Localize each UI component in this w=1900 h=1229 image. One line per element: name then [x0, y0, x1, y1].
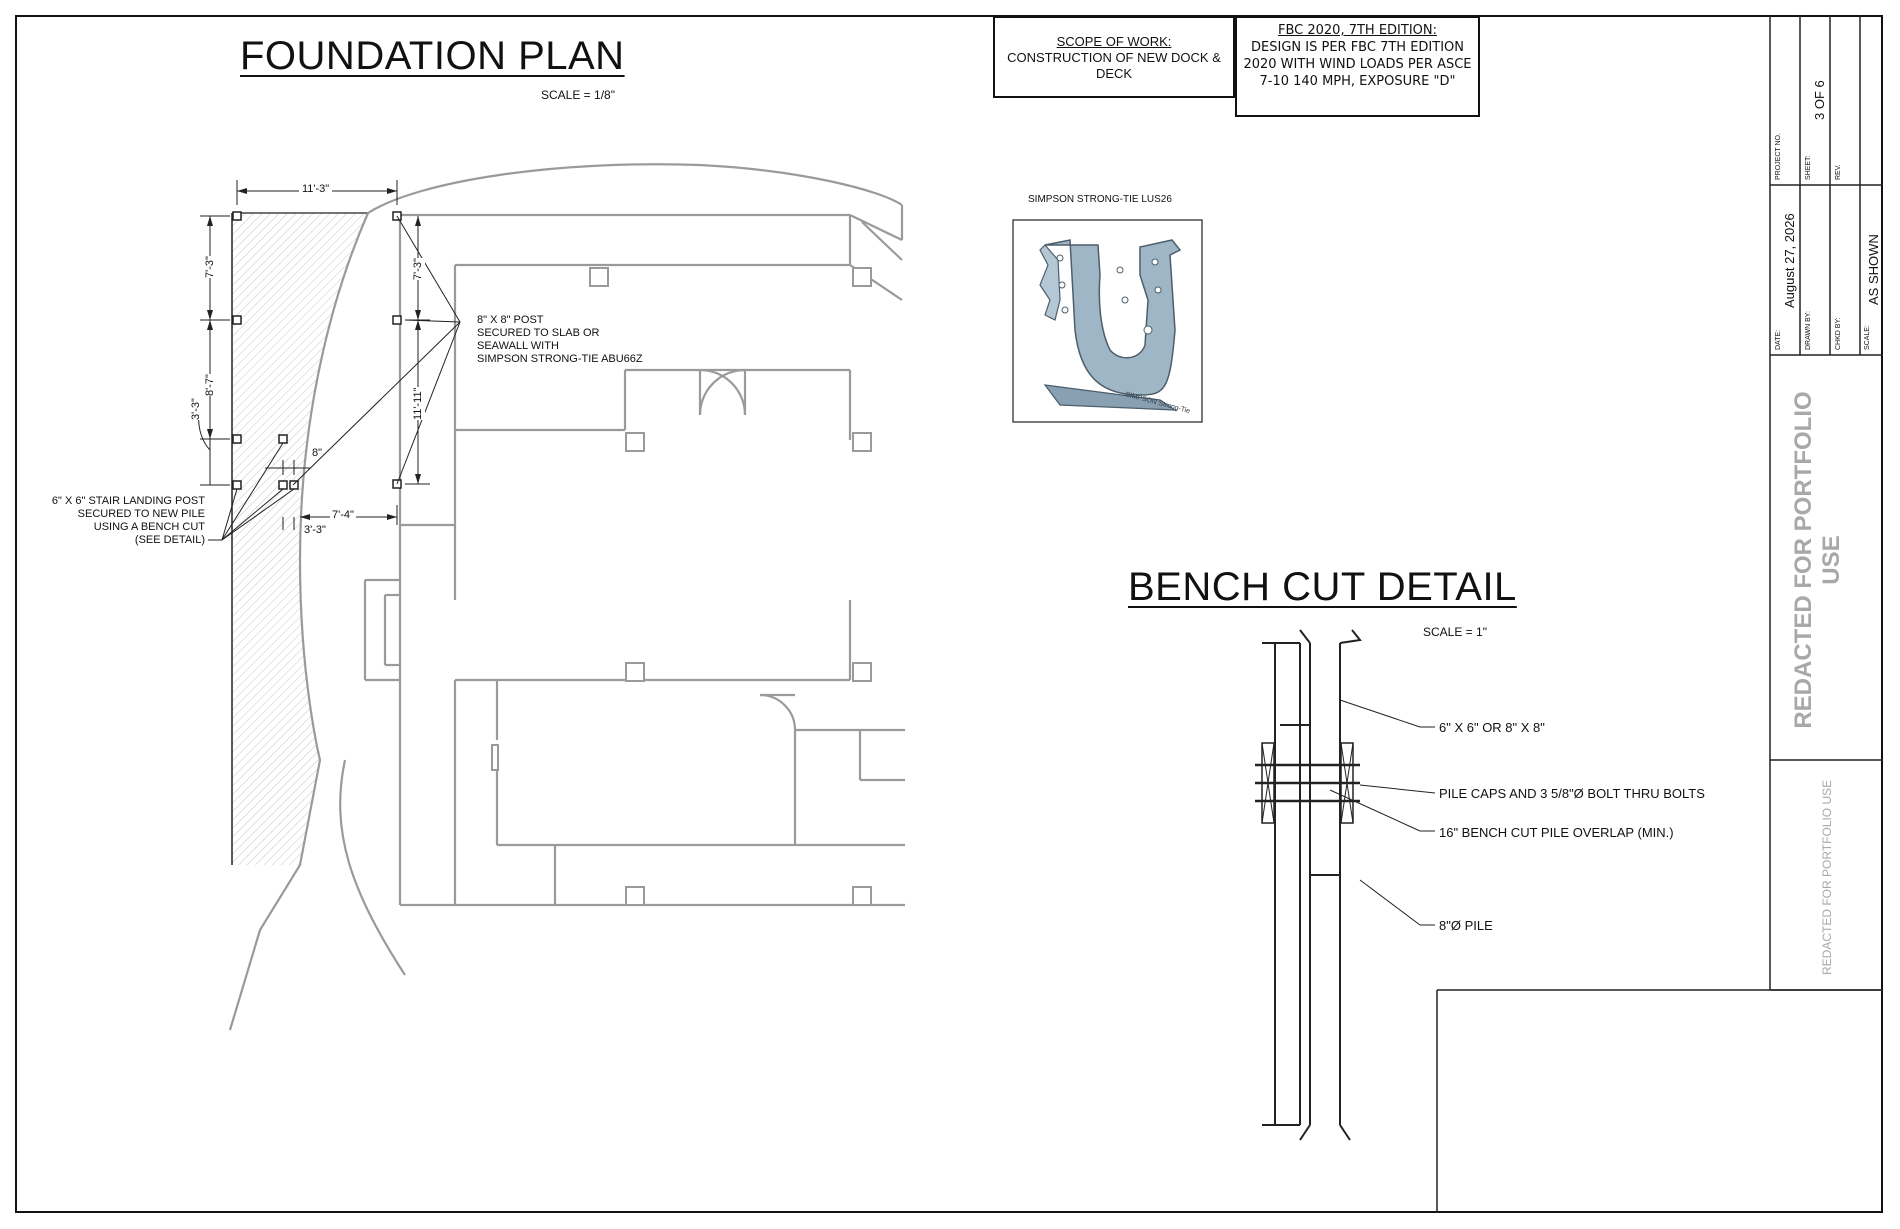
- scope-of-work-box: SCOPE OF WORK: CONSTRUCTION OF NEW DOCK …: [993, 16, 1235, 98]
- redacted-big: REDACTED FOR PORTFOLIO USE: [1790, 391, 1845, 729]
- chkd-by-label: CHKD BY:: [1835, 317, 1842, 350]
- sheet-value: 3 OF 6: [1812, 80, 1827, 120]
- stair-note: 6" X 6" STAIR LANDING POST SECURED TO NE…: [40, 495, 205, 547]
- drawn-by-label: DRAWN BY:: [1805, 310, 1812, 350]
- dim-left-middle: 8'-7": [204, 374, 217, 396]
- existing-building: [228, 163, 905, 1031]
- foundation-plan-scale: SCALE = 1/8": [541, 88, 615, 102]
- bench-cut-title: BENCH CUT DETAIL: [1128, 565, 1517, 609]
- dim-right-lower: 11'-11": [412, 387, 425, 420]
- date-label: DATE:: [1775, 329, 1782, 350]
- hanger-caption: SIMPSON STRONG-TIE LUS26: [1028, 194, 1172, 205]
- stair-note-line: SECURED TO NEW PILE: [77, 508, 205, 520]
- sheet-border: [15, 15, 1883, 1213]
- label-bolts: PILE CAPS AND 3 5/8"Ø BOLT THRU BOLTS: [1439, 786, 1705, 801]
- sheet-label: SHEET:: [1805, 155, 1812, 180]
- foundation-plan-title: FOUNDATION PLAN: [240, 34, 625, 78]
- redacted-small: REDACTED FOR PORTFOLIO USE: [1820, 779, 1834, 975]
- code-heading: FBC 2020, 7TH EDITION:: [1277, 23, 1437, 38]
- post-note: 8" X 8" POST SECURED TO SLAB OR SEAWALL …: [477, 314, 643, 366]
- code-body: DESIGN IS PER FBC 7TH EDITION 2020 WITH …: [1243, 40, 1472, 89]
- existing-columns: [491, 267, 872, 906]
- post-note-line: SEAWALL WITH: [477, 340, 559, 352]
- code-compliance-box: FBC 2020, 7TH EDITION: DESIGN IS PER FBC…: [1235, 16, 1480, 117]
- dim-left-upper: 7'-3": [204, 256, 217, 278]
- label-overlap: 16" BENCH CUT PILE OVERLAP (MIN.): [1439, 825, 1674, 840]
- bench-cut-drawing: [1255, 629, 1362, 1141]
- label-pile: 8"Ø PILE: [1439, 918, 1493, 933]
- post-note-line: 8" X 8" POST: [477, 314, 544, 326]
- bench-cut-scale: SCALE = 1": [1423, 625, 1487, 639]
- scope-body: CONSTRUCTION OF NEW DOCK & DECK: [1007, 50, 1221, 81]
- date-value: August 27, 2026: [1782, 213, 1797, 308]
- post-note-line: SIMPSON STRONG-TIE ABU66Z: [477, 353, 643, 365]
- stair-note-line: (SEE DETAIL): [134, 534, 205, 546]
- stair-note-line: USING A BENCH CUT: [93, 521, 205, 533]
- dim-bottom-small: 3'-3": [304, 524, 326, 536]
- scale-value: AS SHOWN: [1866, 234, 1881, 305]
- dim-left-lower: 3'-3": [190, 398, 203, 420]
- scope-heading: SCOPE OF WORK:: [1056, 34, 1172, 49]
- label-post-size: 6" X 6" OR 8" X 8": [1439, 720, 1545, 735]
- dim-bottom-right: 7'-4": [330, 509, 356, 522]
- dimension-arrows: [207, 188, 421, 520]
- leader-lines: [198, 215, 461, 541]
- dim-stair-gap: 8": [312, 447, 323, 459]
- project-no-label: PROJECT NO.: [1775, 133, 1782, 180]
- scale-label: SCALE:: [1864, 325, 1871, 350]
- dim-right-upper: 7'-3": [412, 258, 425, 280]
- stair-note-line: 6" X 6" STAIR LANDING POST: [51, 495, 205, 507]
- title-block-lines: [1436, 15, 1883, 1213]
- post-note-line: SECURED TO SLAB OR: [477, 327, 600, 339]
- dim-top-width: 11'-3": [299, 183, 333, 196]
- rev-label: REV.: [1835, 164, 1842, 180]
- hanger-illustration: SIMPSON Strong-Tie: [1012, 219, 1203, 423]
- bench-cut-leaders: [1329, 699, 1436, 926]
